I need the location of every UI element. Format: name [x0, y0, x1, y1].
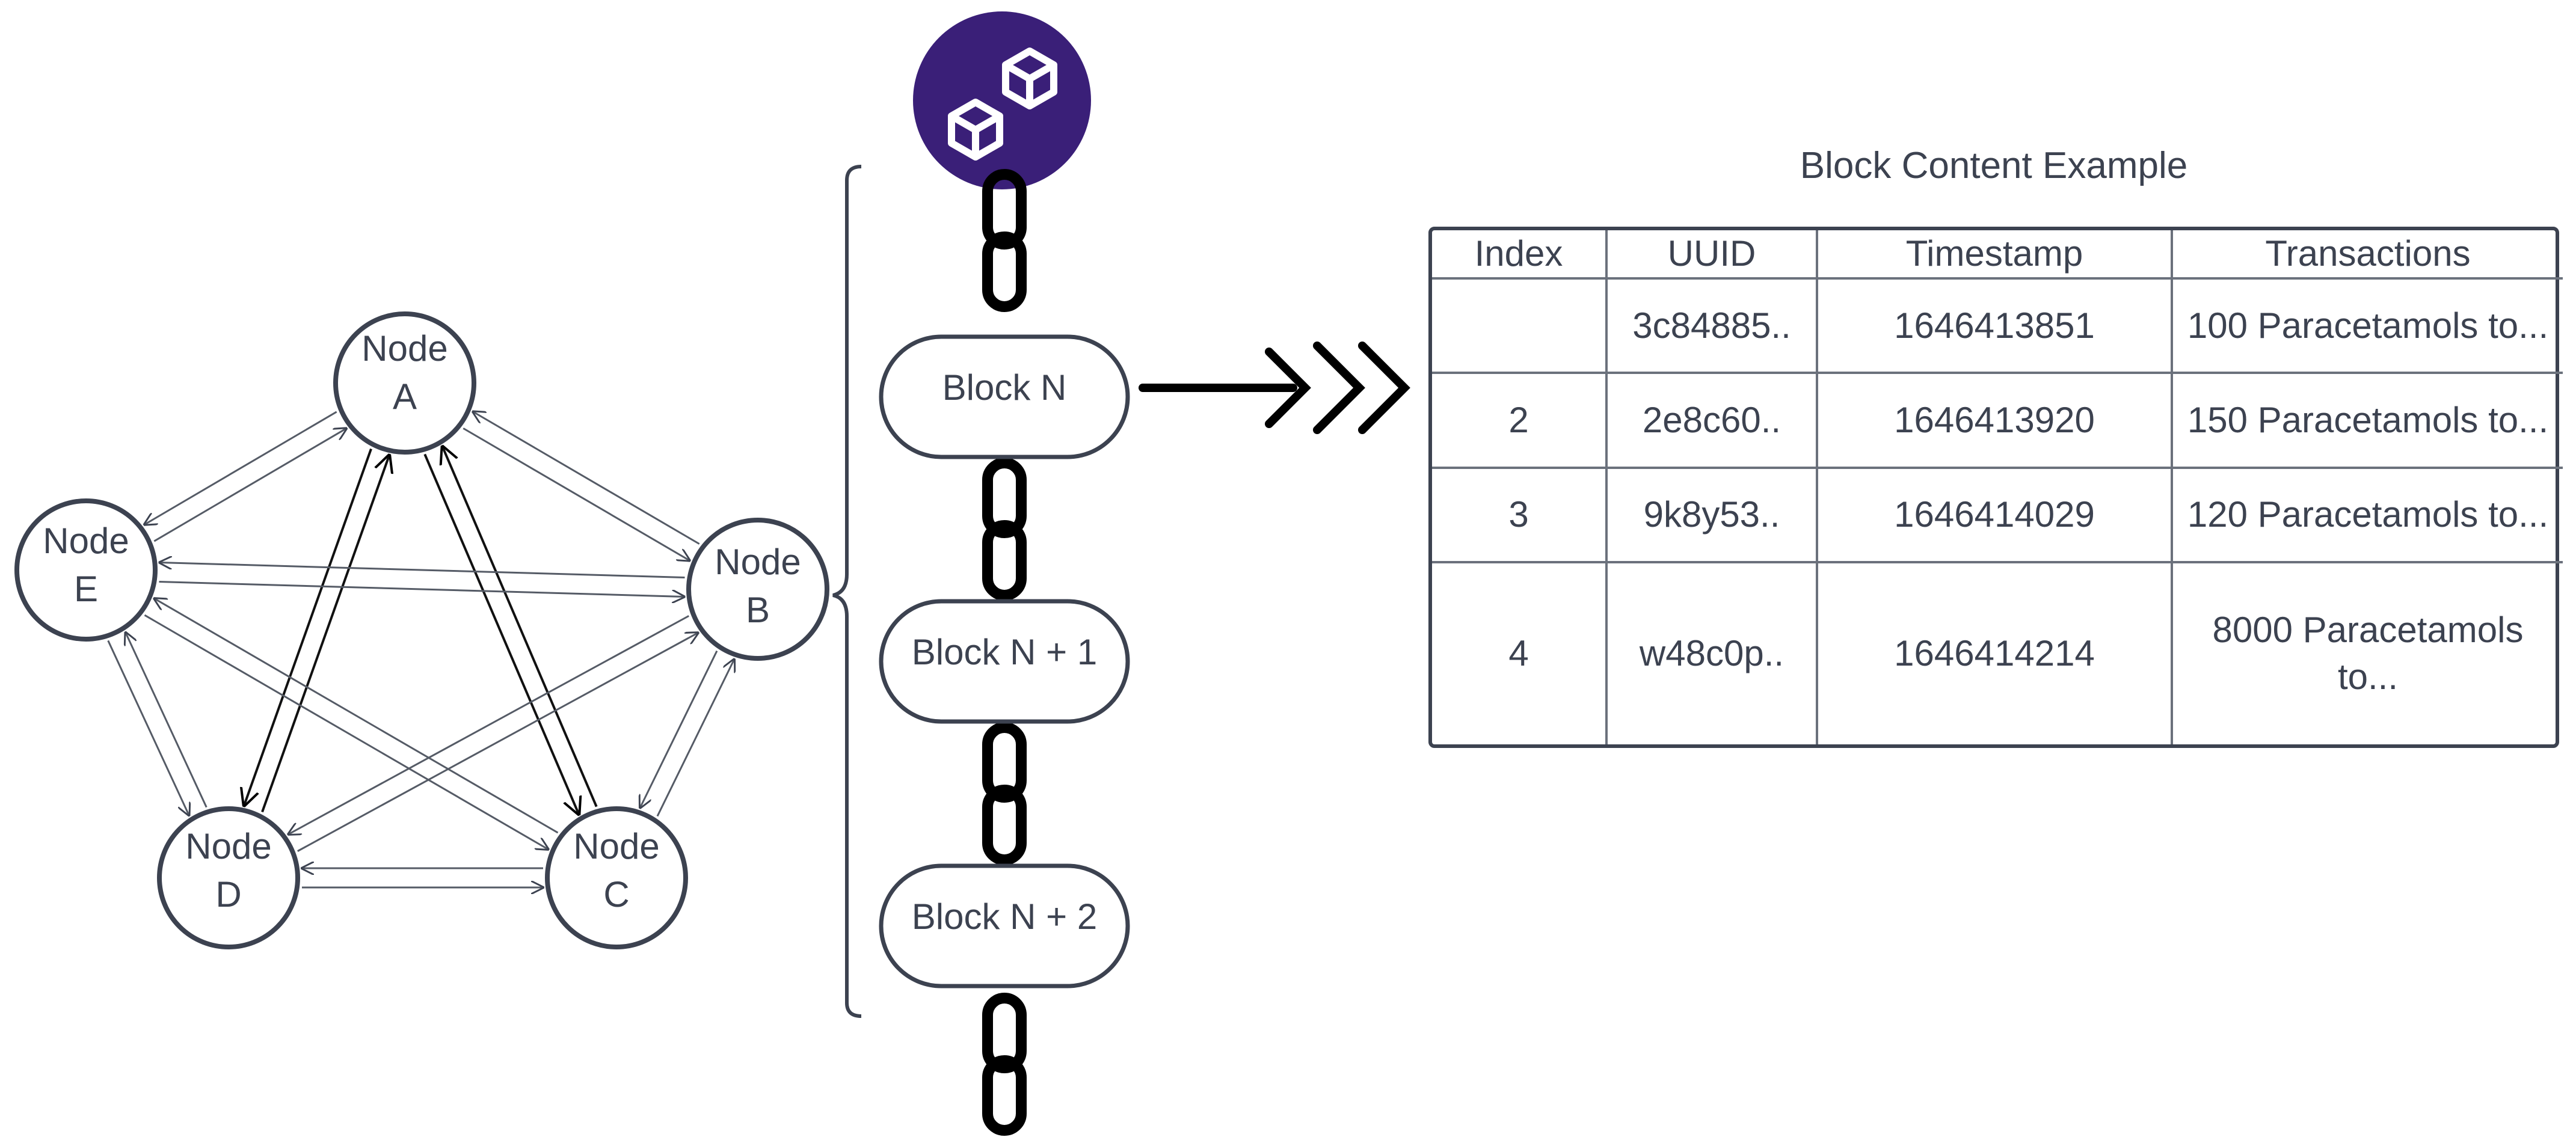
- cell-timestamp: 1646414029: [1817, 467, 2173, 563]
- chain-link: [982, 722, 1027, 803]
- chain-link: [982, 785, 1027, 865]
- cell-timestamp: 1646413920: [1817, 373, 2173, 469]
- edge-arrow: [153, 429, 346, 542]
- node-a-label-line2: A: [393, 376, 417, 417]
- node-b: Node B: [686, 518, 829, 661]
- edge-arrow: [144, 614, 548, 850]
- table-header-row: Index UUID Timestamp Transactions: [1432, 230, 2563, 280]
- edge-arrow: [159, 563, 685, 579]
- cell-uuid: 2e8c60..: [1606, 373, 1818, 469]
- node-d-label-line2: D: [215, 874, 241, 915]
- node-c-label-line1: Node: [573, 826, 659, 866]
- cell-index: 3: [1432, 467, 1608, 563]
- cell-index: 4: [1432, 562, 1608, 744]
- cell-transactions: 8000 Paracetamols to...: [2212, 610, 2524, 697]
- block-n-label: Block N: [942, 367, 1067, 408]
- chain-link: [982, 1055, 1027, 1136]
- block-content-table: Index UUID Timestamp Transactions 3c8488…: [1428, 227, 2563, 748]
- node-d-label-line1: Node: [185, 826, 271, 866]
- node-d: Node D: [157, 806, 300, 949]
- chain-link: [982, 231, 1027, 312]
- node-b-label-line1: Node: [715, 542, 801, 582]
- block-n-plus-1-label: Block N + 1: [912, 632, 1097, 672]
- blockchain-cubes-icon: [913, 11, 1091, 189]
- block-n-plus-2: Block N + 2: [879, 863, 1130, 988]
- cell-timestamp: 1646413851: [1817, 278, 2173, 375]
- header-transactions: Transactions: [2172, 230, 2563, 280]
- edge-arrow: [640, 650, 718, 808]
- edge-arrow: [288, 615, 689, 834]
- chain-link: [982, 169, 1027, 250]
- header-timestamp: Timestamp: [1817, 230, 2173, 280]
- chain-link: [982, 993, 1027, 1073]
- chain-links: [982, 169, 1027, 1136]
- header-uuid: UUID: [1606, 230, 1818, 280]
- edge-arrow: [297, 633, 698, 852]
- header-index: Index: [1432, 230, 1608, 280]
- node-a-label-line1: Node: [361, 328, 447, 369]
- network-edges: [107, 411, 734, 887]
- edge-arrow: [244, 448, 372, 806]
- block-n-plus-2-label: Block N + 2: [912, 896, 1097, 937]
- node-e-label-line1: Node: [43, 521, 129, 561]
- chain-link: [982, 520, 1027, 601]
- node-a: Node A: [333, 311, 476, 455]
- table-row: 4 w48c0p.. 1646414214 8000 Paracetamols …: [1432, 562, 2563, 744]
- node-e-label-line2: E: [74, 569, 98, 609]
- edge-arrow: [261, 455, 389, 813]
- cell-index: [1432, 278, 1608, 375]
- table-row: 3 9k8y53.. 1646414029 120 Paracetamols t…: [1432, 467, 2563, 563]
- edge-arrow: [423, 453, 579, 814]
- edge-arrow: [144, 411, 337, 525]
- cell-uuid: w48c0p..: [1606, 562, 1818, 744]
- node-c: Node C: [545, 806, 688, 949]
- brace: [832, 165, 862, 1018]
- edge-arrow: [155, 598, 559, 834]
- edge-arrow: [126, 633, 207, 808]
- edge-arrow: [463, 427, 689, 560]
- node-b-label-line2: B: [746, 590, 770, 630]
- chain-link: [982, 458, 1027, 538]
- table-row: 2 2e8c60.. 1646413920 150 Paracetamols t…: [1432, 373, 2563, 469]
- cell-uuid: 3c84885..: [1606, 278, 1818, 375]
- edge-arrow: [656, 660, 734, 817]
- table-row: 3c84885.. 1646413851 100 Paracetamols to…: [1432, 278, 2563, 375]
- cell-transactions: 150 Paracetamols to...: [2172, 373, 2563, 469]
- block-arrow: [1139, 342, 1410, 434]
- cell-transactions: 120 Paracetamols to...: [2172, 467, 2563, 563]
- cell-timestamp: 1646414214: [1817, 562, 2173, 744]
- edge-arrow: [159, 580, 684, 596]
- edge-arrow: [443, 447, 598, 807]
- block-n-plus-1: Block N + 1: [879, 599, 1130, 724]
- edge-arrow: [473, 412, 700, 545]
- node-c-label-line2: C: [603, 874, 629, 915]
- node-e: Node E: [14, 498, 158, 642]
- cell-index: 2: [1432, 373, 1608, 469]
- table-title: Block Content Example: [1800, 145, 2188, 186]
- block-n: Block N: [879, 334, 1130, 459]
- edge-arrow: [107, 640, 189, 815]
- cell-uuid: 9k8y53..: [1606, 467, 1818, 563]
- cell-transactions: 100 Paracetamols to...: [2172, 278, 2563, 375]
